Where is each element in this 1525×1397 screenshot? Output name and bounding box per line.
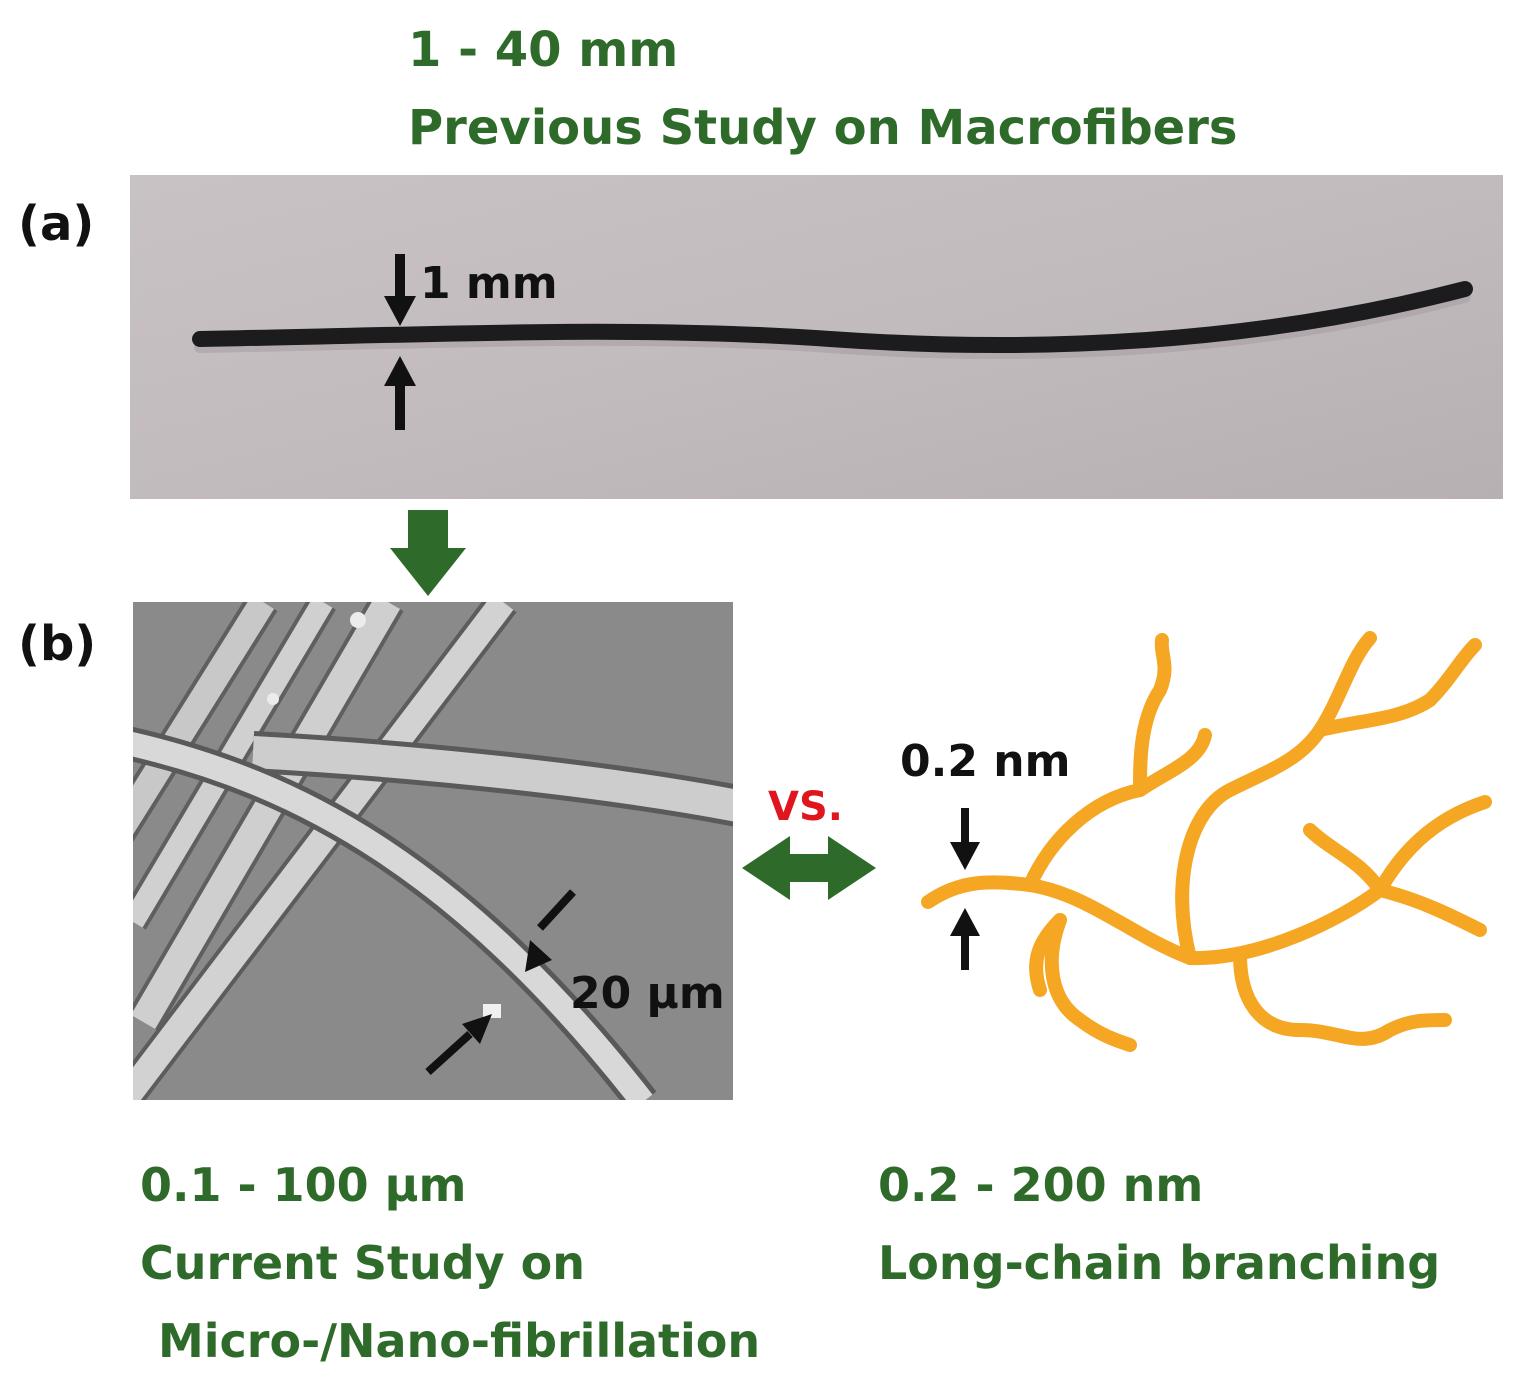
dimension-arrows-a xyxy=(384,254,416,430)
header-title: Previous Study on Macrofibers xyxy=(408,100,1238,156)
footer-left-line2: Micro-/Nano-fibrillation xyxy=(158,1314,761,1368)
dimension-arrows-b xyxy=(425,889,576,1075)
sem-micrograph xyxy=(133,602,733,1100)
dimension-label-sem: 20 μm xyxy=(570,968,725,1019)
footer-left-range: 0.1 - 100 μm xyxy=(140,1158,467,1212)
dimension-label-a: 1 mm xyxy=(420,258,558,309)
branched-chain-diagram xyxy=(921,631,1492,1052)
footer-left-line1: Current Study on xyxy=(140,1236,585,1290)
dimension-label-chain: 0.2 nm xyxy=(900,736,1071,787)
macrofiber-photo xyxy=(130,175,1503,499)
panel-a-label: (a) xyxy=(18,196,95,252)
header-range: 1 - 40 mm xyxy=(408,22,679,78)
footer-right-range: 0.2 - 200 nm xyxy=(878,1158,1204,1212)
vs-label: VS. xyxy=(768,784,843,830)
dimension-arrows-chain xyxy=(950,808,980,970)
double-arrow-icon xyxy=(742,836,876,900)
macrofiber xyxy=(192,281,1473,354)
panel-b-label: (b) xyxy=(18,616,97,672)
down-arrow-icon xyxy=(390,510,466,596)
footer-right-line1: Long-chain branching xyxy=(878,1236,1441,1290)
